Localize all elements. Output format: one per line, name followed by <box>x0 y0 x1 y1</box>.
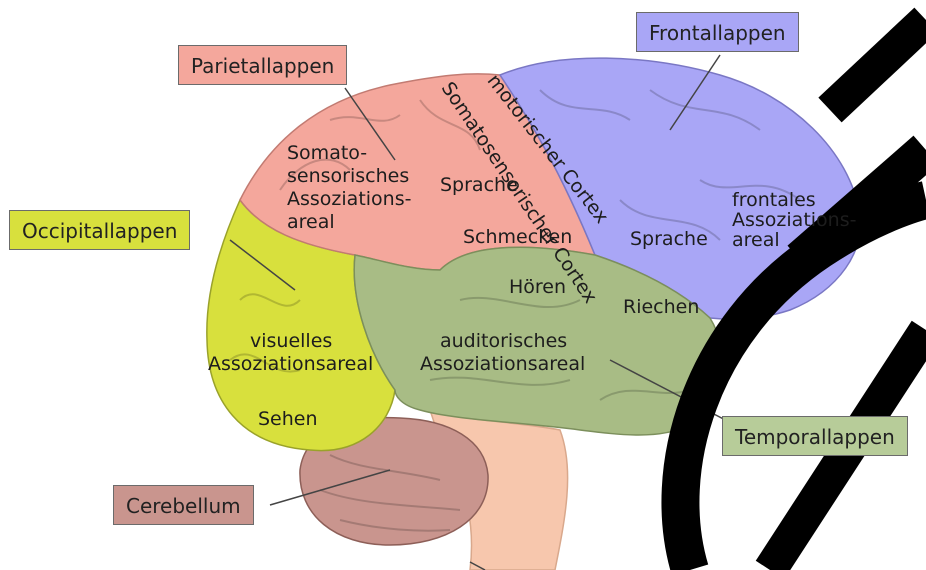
area-vision: Sehen <box>258 408 318 431</box>
area-line: areal <box>287 211 411 234</box>
area-line: Somato- <box>287 142 411 165</box>
area-line: frontales <box>732 190 856 210</box>
area-line: areal <box>732 230 856 250</box>
label-occipital-lobe: Occipitallappen <box>9 210 190 250</box>
area-somatosensory-association: Somato- sensorisches Assoziations- areal <box>287 142 411 234</box>
label-temporal-lobe: Temporallappen <box>722 416 908 456</box>
label-frontal-lobe: Frontallappen <box>636 12 799 52</box>
area-line: auditorisches <box>420 330 585 353</box>
area-line: Assoziationsareal <box>420 353 585 376</box>
area-smell: Riechen <box>623 296 699 319</box>
area-line: visuelles <box>208 330 373 353</box>
area-visual-association: visuelles Assoziationsareal <box>208 330 373 376</box>
area-hearing: Hören <box>509 276 566 299</box>
area-line: Assoziations- <box>732 210 856 230</box>
area-language-frontal: Sprache <box>630 228 708 251</box>
label-cerebellum: Cerebellum <box>113 485 254 525</box>
area-line: Assoziations- <box>287 188 411 211</box>
area-auditory-association: auditorisches Assoziationsareal <box>420 330 585 376</box>
area-line: sensorisches <box>287 165 411 188</box>
area-line: Assoziationsareal <box>208 353 373 376</box>
label-parietal-lobe: Parietallappen <box>178 45 347 85</box>
area-taste: Schmecken <box>463 226 572 249</box>
area-frontal-association: frontales Assoziations- areal <box>732 190 856 250</box>
